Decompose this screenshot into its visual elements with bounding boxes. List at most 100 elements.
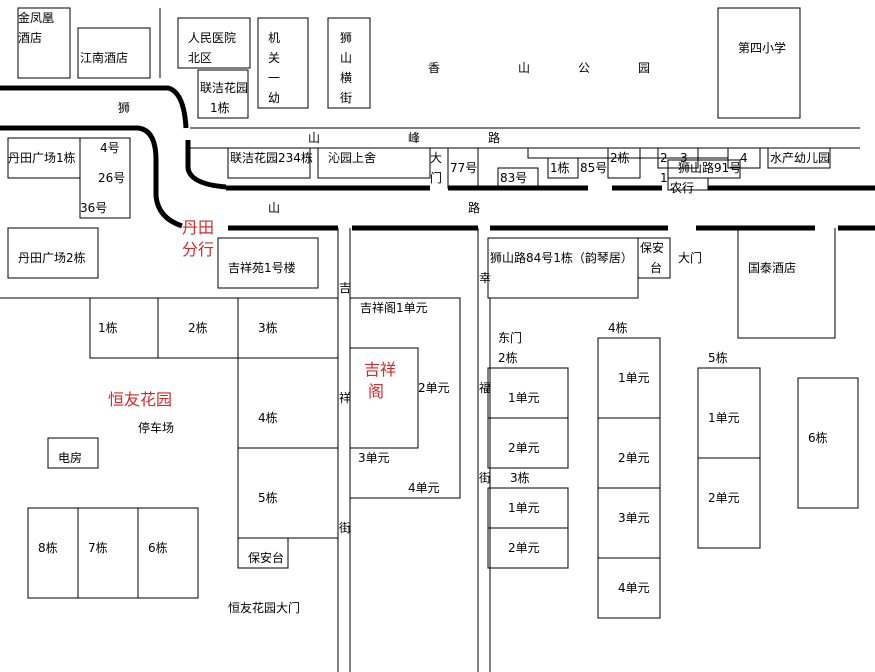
shanfeng-road-char-3: 路 [488,131,501,145]
jixiang-street-char-1: 吉 [339,281,352,295]
mark-3-label: 3 [680,151,688,165]
no4-label: 4号 [100,141,120,155]
hengyou-guard-label: 保安台 [248,551,285,565]
dantian-plaza-1-label: 丹田广场1栋 [8,151,76,165]
guard-post-84-label-2: 台 [650,261,663,275]
jiangnan-hotel-outline [77,27,151,79]
agricultural-bank-label: 农行 [670,181,695,195]
shishan-road-char-3: 路 [468,201,481,215]
guotai-hotel-outline [737,228,836,339]
shishan-84-bldg1-outline [487,237,639,299]
xingfu-street-char-2: 福 [479,381,492,395]
qinyuan-label: 沁园上舍 [328,151,377,165]
hengyou-bldg4-outline [237,357,339,449]
jinfenghuang-label: 金凤凰 [18,11,55,25]
hengyou-bldg6-label: 6栋 [148,541,168,555]
aquatic-kindergarten-outline [767,147,831,169]
bldg5-unit1-label: 1单元 [708,411,740,425]
hospital-north-label: 北区 [188,51,213,65]
bldg3-unit2-outline [487,527,569,569]
bldg3-label: 3栋 [510,471,530,485]
jixiang-unit4-label: 4单元 [408,481,440,495]
hengyou-bldg6-outline [137,507,199,599]
dantian-branch-label-1: 丹田 [182,218,215,237]
dantian-plaza-2-outline [7,227,99,279]
jixiang-yuan-outline [217,237,319,289]
qinyuan-gate-label: 大门 [430,151,443,185]
strip-bldg2-label: 2栋 [610,151,630,165]
strip-bldg2-outline [607,147,641,179]
shishan-road-south-curve [0,125,183,229]
bldg4-unit3-label: 3单元 [618,511,650,525]
hengyou-bldg3-outline [237,297,339,359]
east-gate-label: 东门 [498,331,523,345]
strip-bldg1-label: 1栋 [550,161,570,175]
shishan-road-bend [185,140,227,190]
jixiang-yuan-label: 吉祥苑1号楼 [228,261,296,275]
jixiang-pavilion-label-1: 吉祥 [364,360,397,379]
jixiang-unit3-label: 3单元 [358,451,390,465]
lianjie-234-label: 联洁花园234栋 [230,151,313,165]
no26-label: 26号 [98,171,126,185]
bldg5-unit2-outline [697,457,761,549]
mark-4-outline [727,147,761,169]
strip-bldg1-outline [547,157,579,179]
thin-linework [0,7,860,672]
jixiang-unit2-label: 2单元 [418,381,450,395]
lianjie-bldg1-outline [197,69,249,119]
park-char-4: 园 [638,61,651,75]
bldg6-label: 6栋 [808,431,828,445]
hengyou-bldg7-label: 7栋 [88,541,108,555]
jixiang-street-char-2: 祥 [339,391,352,405]
hengyou-bldg3-label: 3栋 [258,321,278,335]
shishan-road-north-curve [0,85,189,129]
primary-school-label: 第四小学 [738,41,787,55]
bldg2-label: 2栋 [498,351,518,365]
bldg5-unit2-label: 2单元 [708,491,740,505]
bldg6-outline [797,377,859,509]
bldg5-label: 5栋 [708,351,728,365]
hengyou-garden-label: 恒友花园 [108,390,173,409]
power-room-label: 电房 [58,451,83,465]
jixiang-street-char-3: 街 [339,521,352,535]
agricultural-bank-outline [667,177,709,191]
park-char-1: 香 [428,61,441,75]
hengyou-bldg4-label: 4栋 [258,411,278,425]
guotai-hotel-label: 国泰酒店 [748,261,797,275]
thick-road-edges [0,85,875,231]
bldg2-unit1-label: 1单元 [508,391,540,405]
hengyou-guard-outline [237,537,289,569]
no85-label: 85号 [580,161,608,175]
hengjie-label: 狮山横街 [340,31,353,105]
bldg2-unit2-outline [487,417,569,469]
jinfenghuang-hotel-label: 酒店 [18,31,43,45]
jixiang-unit1-label: 吉祥阁1单元 [360,301,428,315]
hengyou-gate-label: 恒友花园大门 [228,601,301,615]
lianjie-bldg1-label: 1栋 [210,101,230,115]
hengyou-bldg7-outline [77,507,139,599]
shishan-road-char-1: 狮 [118,101,131,115]
shishan-road-char-2: 山 [268,201,281,215]
jixiang-pavilion-outline [349,297,461,499]
bldg4-unit2-label: 2单元 [618,451,650,465]
house-numbers-outline [79,137,131,219]
guard-post-84-label-1: 保安 [640,241,665,255]
shishan-84-gate-label: 大门 [678,251,703,265]
bldg4-unit4-outline [597,557,661,619]
shishan-91-label: 狮山路91号 [678,161,742,175]
bldg4-label: 4栋 [608,321,628,335]
no36-label: 36号 [80,201,108,215]
hengjie-outline [327,17,371,109]
xingfu-street-char-3: 街 [479,471,492,485]
bldg4-unit1-label: 1单元 [618,371,650,385]
lianjie-garden-label: 联洁花园 [200,81,249,95]
primary-school-outline [717,7,801,119]
bldg4-unit4-label: 4单元 [618,581,650,595]
power-room-outline [47,437,99,469]
mark-2-label: 2 [660,151,668,165]
hengyou-bldg2-label: 2栋 [188,321,208,335]
shanfeng-road-char-1: 山 [308,131,321,145]
bldg3-unit1-label: 1单元 [508,501,540,515]
guard-post-84-outline [637,237,671,279]
